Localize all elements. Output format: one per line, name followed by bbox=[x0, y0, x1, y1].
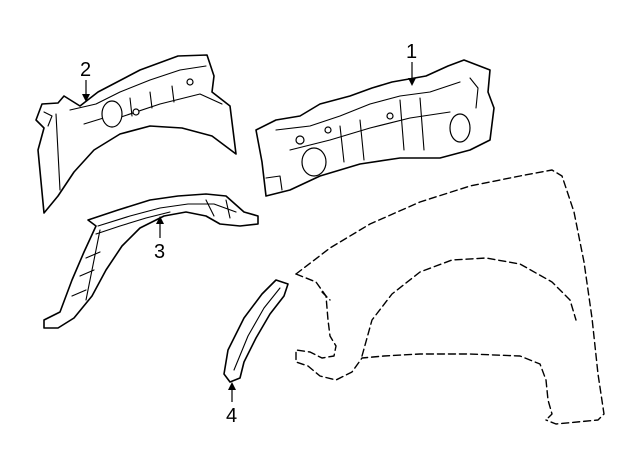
callout-3-label: 3 bbox=[154, 241, 165, 263]
callout-1-label: 1 bbox=[406, 41, 417, 63]
part-3-wheel-liner bbox=[43, 193, 259, 329]
callout-1: 1 bbox=[406, 41, 417, 86]
callout-2-label: 2 bbox=[80, 59, 91, 81]
callout-4-label: 4 bbox=[226, 405, 237, 427]
callout-3: 3 bbox=[154, 216, 165, 263]
callout-2: 2 bbox=[80, 59, 91, 102]
part-2-apron-panel bbox=[35, 54, 237, 214]
part-1-apron-assembly bbox=[255, 59, 495, 197]
callout-4: 4 bbox=[226, 382, 237, 427]
fender-outline bbox=[295, 169, 605, 425]
part-4-molding-strip bbox=[223, 279, 289, 383]
